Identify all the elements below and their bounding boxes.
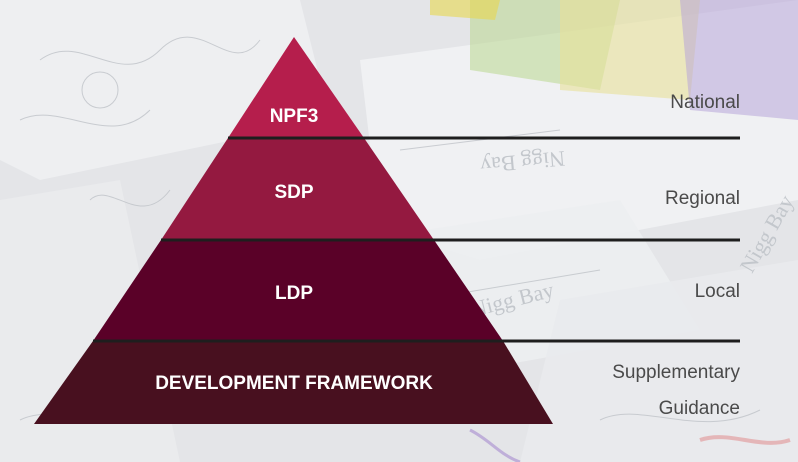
level-label-supplementary: Supplementary xyxy=(612,362,740,383)
pyramid-tier-npf3 xyxy=(228,37,364,138)
pyramid-tier-ldp xyxy=(93,240,503,341)
level-label-local: Local xyxy=(694,281,740,302)
tier-label-ldp: LDP xyxy=(275,283,313,304)
tier-label-sdp: SDP xyxy=(274,182,314,203)
pyramid-tier-sdp xyxy=(161,138,434,240)
level-label-guidance: Guidance xyxy=(658,398,740,419)
level-label-national: National xyxy=(670,92,740,113)
tier-label-development-framework: DEVELOPMENT FRAMEWORK xyxy=(155,373,433,394)
pyramid-tier-development-framework xyxy=(34,341,553,424)
tier-label-npf3: NPF3 xyxy=(269,106,319,127)
level-label-regional: Regional xyxy=(665,188,740,209)
